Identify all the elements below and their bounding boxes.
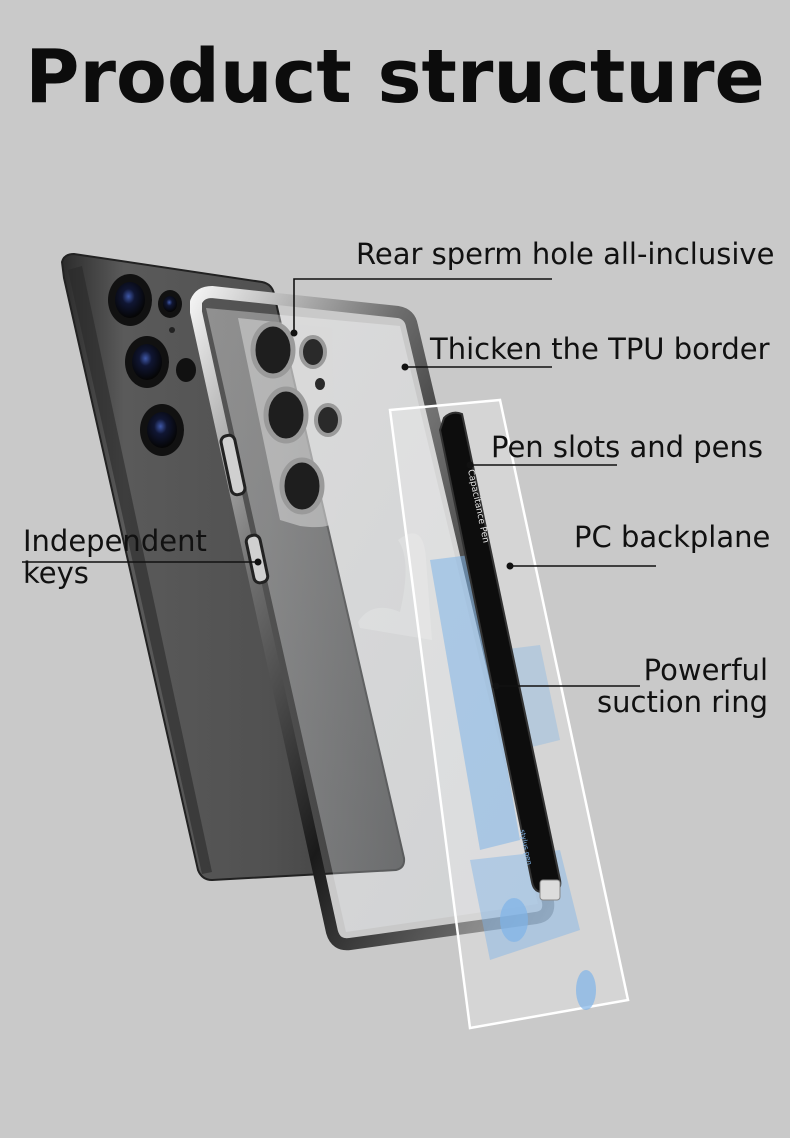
callout-pen-slots: Pen slots and pens (491, 430, 764, 464)
callout-rear-hole: Rear sperm hole all-inclusive (356, 237, 775, 271)
callout-suction-ring: Powerful suction ring (568, 654, 768, 718)
callout-keys-line2: keys (23, 556, 89, 590)
callout-suction-line2: suction ring (597, 685, 768, 719)
callout-pc-backplane: PC backplane (574, 520, 771, 554)
callout-independent-keys: Independent keys (23, 525, 223, 589)
leader-rear-hole (293, 278, 552, 332)
callout-tpu-border: Thicken the TPU border (430, 332, 770, 366)
callout-dots (254, 329, 514, 690)
tpu-border-frame (190, 286, 555, 951)
phone-camera-lenses (108, 274, 196, 456)
callout-suction-line1: Powerful (643, 653, 768, 687)
callout-keys-line1: Independent (23, 524, 207, 558)
callout-lines (22, 278, 656, 687)
page-title: Product structure (25, 34, 765, 120)
